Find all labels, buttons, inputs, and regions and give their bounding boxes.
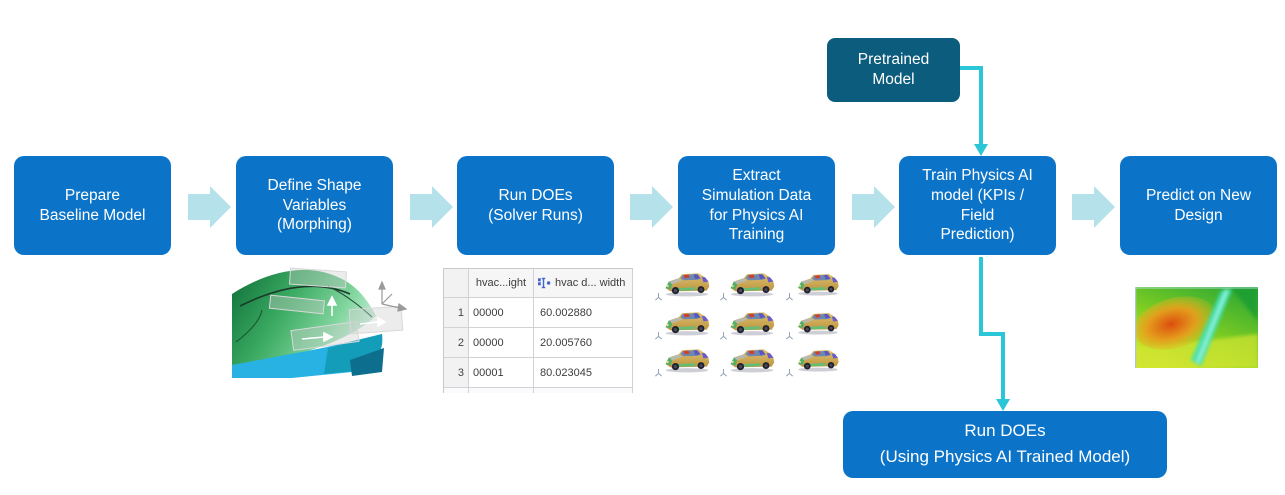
morphing-preview-image <box>232 264 408 378</box>
car-design-thumbnail <box>653 341 718 378</box>
width-value: 80.023045 <box>534 358 633 388</box>
car-design-thumbnail <box>653 305 718 342</box>
doe-table-corner-cell <box>444 269 469 298</box>
flow-arrow-icon <box>852 186 895 228</box>
train-to-rundoes-connector <box>979 257 1010 411</box>
car-design-thumbnail <box>718 305 783 342</box>
doe-parameter-table: hvac...ight hvac d... width 1 00000 60.0… <box>443 268 633 393</box>
height-value: 00000 <box>469 328 534 358</box>
column-selection-icon <box>538 277 551 288</box>
run-does-line1: Run DOEs <box>964 421 1046 441</box>
step-define-shape-variables: Define Shape Variables (Morphing) <box>236 156 393 255</box>
pretrained-to-train-connector <box>960 66 988 156</box>
row-index: 3 <box>444 358 469 388</box>
doe-table-col-width: hvac d... width <box>534 269 633 298</box>
height-value: 00001 <box>469 358 534 388</box>
axis-triad-icon <box>719 292 728 301</box>
axis-triad-icon <box>654 292 663 301</box>
axis-triad-icon <box>654 368 663 377</box>
run-does-line2: (Using Physics AI Trained Model) <box>879 447 1131 466</box>
doe-table-row: 3 00001 80.023045 <box>444 358 633 388</box>
arrowhead-down-icon <box>996 399 1010 411</box>
flow-arrow-icon <box>1072 186 1115 228</box>
axis-triad-icon <box>654 331 663 340</box>
run-does-trained-model-box: Run DOEs (Using Physics AI Trained Model… <box>843 411 1167 478</box>
step-prepare-baseline-model: Prepare Baseline Model <box>14 156 171 255</box>
doe-table-header-row: hvac...ight hvac d... width <box>444 269 633 298</box>
axis-triad-icon <box>719 331 728 340</box>
simulation-cars-grid <box>653 268 849 378</box>
width-value: 60.002880 <box>534 298 633 328</box>
doe-table-row: 2 00000 20.005760 <box>444 328 633 358</box>
doe-table-partial-row <box>444 388 633 393</box>
doe-table-row: 1 00000 60.002880 <box>444 298 633 328</box>
flow-arrow-icon <box>630 186 673 228</box>
car-design-thumbnail <box>784 305 849 342</box>
field-prediction-contour-image <box>1134 287 1258 368</box>
car-design-thumbnail <box>718 341 783 378</box>
axis-triad-icon <box>785 331 794 340</box>
step-predict-on-new-design: Predict on New Design <box>1120 156 1277 255</box>
arrowhead-down-icon <box>974 144 988 156</box>
car-design-thumbnail <box>784 341 849 378</box>
width-value: 20.005760 <box>534 328 633 358</box>
flow-arrow-icon <box>410 186 453 228</box>
row-index: 2 <box>444 328 469 358</box>
axis-triad-icon <box>378 280 408 312</box>
car-design-thumbnail <box>784 268 849 305</box>
pretrained-model-box: Pretrained Model <box>827 38 960 102</box>
car-design-thumbnail <box>718 268 783 305</box>
axis-triad-icon <box>719 368 728 377</box>
step-run-does-solver: Run DOEs (Solver Runs) <box>457 156 614 255</box>
flow-arrow-icon <box>188 186 231 228</box>
axis-triad-icon <box>785 292 794 301</box>
doe-table-col-height: hvac...ight <box>469 269 534 298</box>
step-extract-simulation-data: Extract Simulation Data for Physics AI T… <box>678 156 835 255</box>
row-index: 1 <box>444 298 469 328</box>
height-value: 00000 <box>469 298 534 328</box>
step-train-physics-ai-model: Train Physics AI model (KPIs / Field Pre… <box>899 156 1056 255</box>
car-design-thumbnail <box>653 268 718 305</box>
axis-triad-icon <box>785 368 794 377</box>
